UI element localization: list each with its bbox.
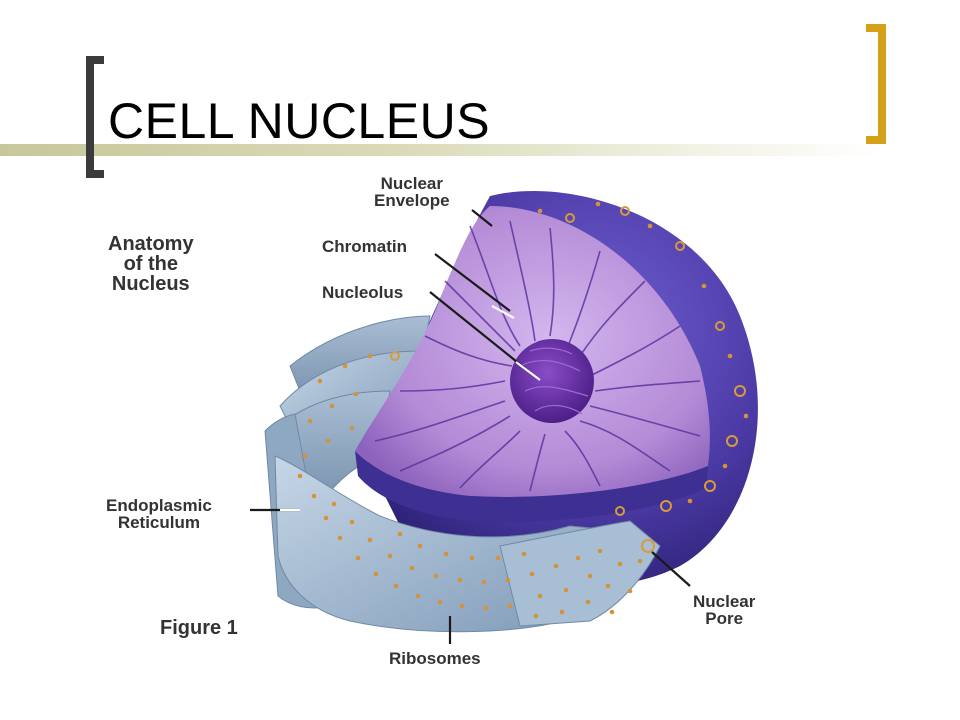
label-nuclear-envelope: Nuclear Envelope: [374, 175, 450, 209]
label-leader-line-ends: [280, 305, 541, 512]
nucleus-illustration: [250, 191, 758, 644]
label-nuclear-pore: Nuclear Pore: [693, 593, 755, 627]
figure-heading-line-3: Nucleus: [111, 273, 190, 295]
label-chromatin: Chromatin: [322, 237, 407, 256]
label-nucleolus: Nucleolus: [322, 283, 404, 302]
figure-caption: Figure 1: [160, 617, 238, 639]
label-er-line-2: Reticulum: [117, 513, 200, 532]
ribosome-dots: [297, 201, 749, 619]
nuclear-pores: [390, 206, 746, 553]
nucleolus-shape: [510, 339, 594, 423]
title-accent-line: [0, 144, 880, 156]
label-leader-lines: [250, 209, 691, 644]
label-er-line-1: Endoplasmic: [106, 496, 212, 515]
label-endoplasmic-reticulum: Endoplasmic Reticulum: [106, 497, 212, 531]
label-ribosomes: Ribosomes: [389, 649, 481, 668]
nucleus-figure: [100, 166, 800, 676]
right-bracket-decoration: [866, 24, 886, 144]
figure-heading: Anatomy of the Nucleus: [108, 234, 194, 294]
label-nuclear-pore-line-2: Pore: [705, 609, 744, 628]
label-nuclear-envelope-line-1: Nuclear: [380, 174, 443, 193]
label-nuclear-pore-line-1: Nuclear: [693, 592, 756, 611]
left-bracket-decoration: [86, 56, 104, 178]
figure-heading-line-1: Anatomy: [108, 233, 194, 255]
chromatin-fibers: [374, 220, 701, 492]
label-nuclear-envelope-line-2: Envelope: [374, 191, 450, 210]
figure-heading-line-2: of the: [123, 253, 178, 275]
slide-title: CELL NUCLEUS: [108, 93, 491, 149]
